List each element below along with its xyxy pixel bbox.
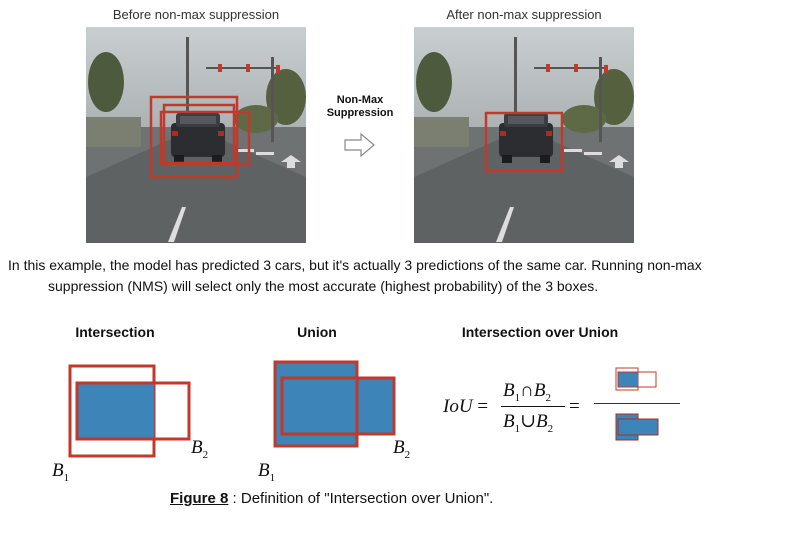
mini-box-b2-top xyxy=(617,371,657,388)
before-title: Before non-max suppression xyxy=(112,7,280,22)
figure-number: Figure 8 xyxy=(170,490,229,507)
nms-label: Non-Max Suppression xyxy=(318,94,402,120)
intersection-diagram xyxy=(68,364,191,458)
predicted-box-3 xyxy=(159,110,251,166)
street-scene-after xyxy=(414,27,634,243)
iou-title: Intersection over Union xyxy=(461,324,619,340)
iou-fraction-bar xyxy=(501,406,565,407)
union-area-b2 xyxy=(282,378,394,434)
union-b2-label: B2 xyxy=(393,437,411,461)
iou-numerator: B1∩B2 xyxy=(503,380,551,404)
pictorial-fraction-bar xyxy=(594,403,680,404)
predicted-box-1 xyxy=(149,95,239,179)
iou-lhs: IoU = xyxy=(443,396,489,417)
before-nms-image xyxy=(86,27,306,243)
caption-line-1: In this example, the model has predicted… xyxy=(8,257,702,273)
nms-label-line2: Suppression xyxy=(326,107,394,119)
outline-right-arrow-icon xyxy=(344,132,375,158)
union-box-b1 xyxy=(273,360,359,448)
intersection-title: Intersection xyxy=(75,324,155,340)
union-diagram xyxy=(273,360,396,448)
box-b2 xyxy=(75,381,191,441)
figure-caption-text: : Definition of "Intersection over Union… xyxy=(232,490,494,507)
intersection-b2-label: B2 xyxy=(191,437,209,461)
caption-line-2: suppression (NMS) will select only the m… xyxy=(48,278,599,294)
intersection-area xyxy=(77,383,154,439)
mini-union-b2 xyxy=(617,418,659,436)
union-title: Union xyxy=(297,324,337,340)
iou-denominator: B1∪B2 xyxy=(503,411,554,435)
iou-equals-2: = xyxy=(569,396,580,417)
union-box-b2 xyxy=(280,376,396,436)
iou-pictorial-fraction xyxy=(594,367,680,441)
street-scene-before xyxy=(86,27,306,243)
intersection-b1-label: B1 xyxy=(52,460,70,484)
union-b1-label: B1 xyxy=(258,460,276,484)
after-title: After non-max suppression xyxy=(446,7,602,22)
selected-box xyxy=(484,111,564,173)
after-nms-image xyxy=(414,27,634,243)
mini-intersection xyxy=(618,372,638,387)
nms-label-line1: Non-Max xyxy=(336,94,384,106)
figure-caption: Figure 8 : Definition of "Intersection o… xyxy=(170,490,493,507)
